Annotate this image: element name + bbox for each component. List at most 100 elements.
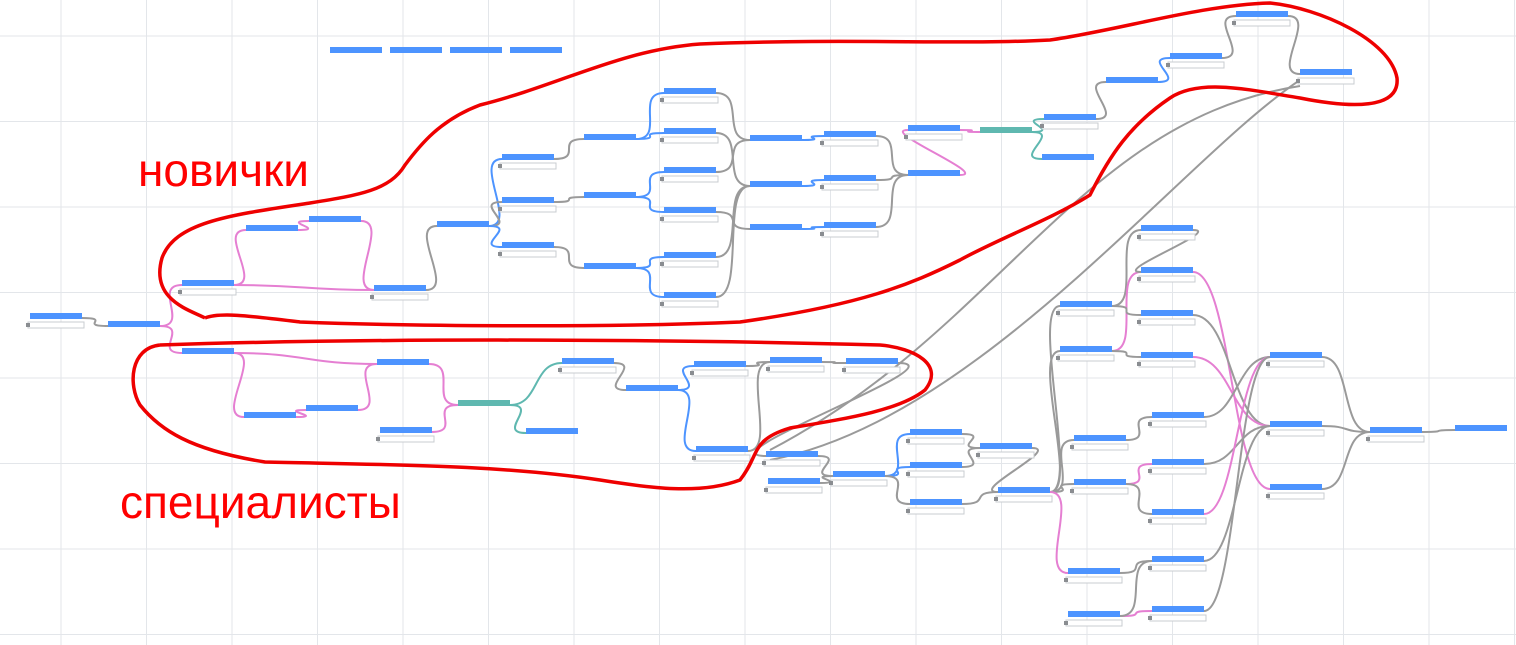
node-a11[interactable] <box>584 263 636 269</box>
node-h1[interactable] <box>1106 77 1158 83</box>
legend-dash-1 <box>330 47 382 53</box>
node-b7[interactable] <box>558 358 617 374</box>
edge-k6-l2 <box>1203 425 1271 465</box>
node-a6[interactable] <box>498 154 557 170</box>
node-k9[interactable] <box>1148 606 1207 622</box>
node-a4[interactable] <box>370 285 429 301</box>
node-l5[interactable] <box>1455 425 1507 431</box>
node-a1[interactable] <box>178 280 237 296</box>
legend-dash-4 <box>510 47 562 53</box>
node-e2[interactable] <box>820 175 879 191</box>
node-t1[interactable] <box>980 127 1032 133</box>
node-j3[interactable] <box>1070 435 1129 451</box>
node-j1[interactable] <box>1056 301 1115 317</box>
edge-b10-b11 <box>747 361 771 452</box>
node-b5[interactable] <box>376 427 435 443</box>
node-k7[interactable] <box>1148 509 1207 525</box>
node-d2[interactable] <box>750 181 802 187</box>
node-l1[interactable] <box>1266 352 1325 368</box>
node-a9[interactable] <box>584 134 636 140</box>
node-b9[interactable] <box>690 361 749 377</box>
node-i4[interactable] <box>906 429 965 445</box>
node-f2[interactable] <box>908 170 960 176</box>
edge-b8-b10 <box>677 389 697 452</box>
edge-k4-l2 <box>1192 356 1271 427</box>
node-i7[interactable] <box>976 443 1035 459</box>
node-c2[interactable] <box>660 128 719 144</box>
edge-h2-h3 <box>1221 15 1237 59</box>
node-j6[interactable] <box>1064 611 1123 627</box>
edge-e1-f2 <box>875 135 909 176</box>
edge-a10-c4 <box>635 196 665 213</box>
node-l4[interactable] <box>1366 427 1425 443</box>
node-b12[interactable] <box>842 358 901 374</box>
node-i6[interactable] <box>906 499 965 515</box>
node-a5[interactable] <box>437 221 489 227</box>
node-s1[interactable] <box>26 313 85 329</box>
node-c1[interactable] <box>660 88 719 104</box>
node-k8[interactable] <box>1148 556 1207 572</box>
node-i3[interactable] <box>829 471 888 487</box>
edge-l2-l4 <box>1321 425 1371 433</box>
node-c5[interactable] <box>660 252 719 268</box>
node-k6[interactable] <box>1148 459 1207 475</box>
node-k1[interactable] <box>1137 225 1196 241</box>
node-l2[interactable] <box>1266 421 1325 437</box>
node-a10[interactable] <box>584 192 636 198</box>
node-i2[interactable] <box>764 478 823 494</box>
legend-dash-3 <box>450 47 502 53</box>
edge-s2-a1 <box>159 284 183 327</box>
edge-a11-c5 <box>635 256 665 269</box>
edge-b5-t2 <box>431 404 459 433</box>
node-l3[interactable] <box>1266 484 1325 500</box>
node-a2[interactable] <box>246 225 298 231</box>
node-t2[interactable] <box>458 400 510 406</box>
node-h4[interactable] <box>1296 69 1355 85</box>
node-c4[interactable] <box>660 207 719 223</box>
node-b10[interactable] <box>692 446 751 462</box>
node-b2[interactable] <box>244 412 296 418</box>
node-i5[interactable] <box>906 462 965 478</box>
edge-a10-c3 <box>635 171 665 198</box>
edge-i8-j5 <box>1049 491 1069 574</box>
node-h2[interactable] <box>1166 53 1225 69</box>
node-f1[interactable] <box>904 125 963 141</box>
node-i8[interactable] <box>994 487 1053 503</box>
node-a7[interactable] <box>498 197 557 213</box>
edge-k2-l3 <box>1192 271 1271 490</box>
node-a8[interactable] <box>498 242 557 258</box>
node-k3[interactable] <box>1137 310 1196 326</box>
node-b1[interactable] <box>182 348 234 354</box>
edge-b8-b9 <box>677 365 695 391</box>
node-b3[interactable] <box>306 405 358 411</box>
node-h3[interactable] <box>1232 11 1291 27</box>
node-c6[interactable] <box>660 292 719 308</box>
edge-t2-b7 <box>509 362 563 406</box>
node-i1[interactable] <box>762 451 821 467</box>
node-d1[interactable] <box>750 135 802 141</box>
node-c3[interactable] <box>660 167 719 183</box>
node-j2[interactable] <box>1056 346 1115 362</box>
edge-l4-l5 <box>1421 429 1456 433</box>
node-j5[interactable] <box>1064 568 1123 584</box>
node-g2[interactable] <box>1042 154 1094 160</box>
node-a3[interactable] <box>309 216 361 222</box>
node-j4[interactable] <box>1070 479 1129 495</box>
node-k4[interactable] <box>1137 352 1196 368</box>
node-e3[interactable] <box>820 222 879 238</box>
edge-l3-l4 <box>1321 431 1371 490</box>
node-d3[interactable] <box>750 224 802 230</box>
node-b4[interactable] <box>377 359 429 365</box>
node-k2[interactable] <box>1137 267 1196 283</box>
edge-b1-b4 <box>233 352 378 365</box>
node-e1[interactable] <box>820 131 879 147</box>
node-g1[interactable] <box>1040 114 1099 130</box>
edge-i8-j2 <box>1049 350 1061 493</box>
node-k5[interactable] <box>1148 412 1207 428</box>
node-b6[interactable] <box>526 428 578 434</box>
node-b8[interactable] <box>626 385 678 391</box>
edge-a1-a2 <box>233 229 247 286</box>
node-b11[interactable] <box>766 357 825 373</box>
node-s2[interactable] <box>108 321 160 327</box>
